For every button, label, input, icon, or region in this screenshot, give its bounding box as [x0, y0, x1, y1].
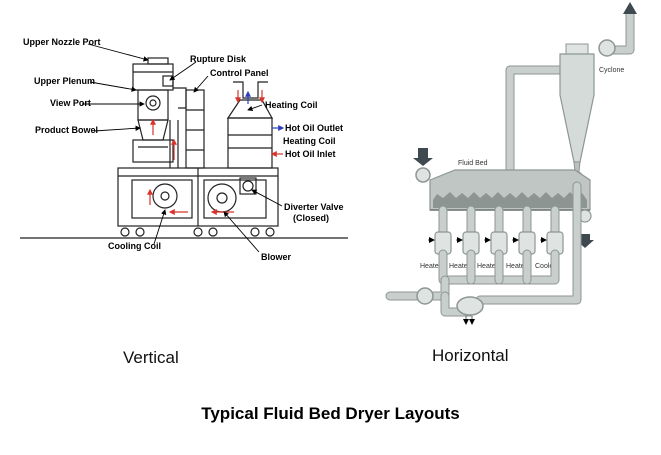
label-unit-3: Heater [477, 263, 499, 270]
heating-coil-inlet [233, 81, 268, 99]
view-port-section [137, 89, 169, 121]
drain-arrows [463, 316, 475, 325]
label-unit-2: Heater [449, 263, 471, 270]
supply-filter [456, 296, 484, 316]
upper-nozzle-port [147, 57, 169, 65]
cooling-coil-fan [152, 183, 178, 209]
cyclone-top [565, 43, 589, 55]
rupture-disk-duct [173, 87, 187, 109]
blower-box [203, 179, 267, 219]
lower-plenum [132, 139, 174, 163]
label-heating-coil-mid: Heating Coil [283, 136, 336, 146]
supply-fan [416, 287, 434, 305]
cyclone-body [559, 53, 595, 163]
view-port-window [145, 95, 161, 111]
feed-valve [415, 167, 431, 183]
label-rupture-disk: Rupture Disk [190, 54, 247, 64]
label-heating-coil-top: Heating Coil [265, 100, 318, 110]
label-view-port: View Port [50, 98, 91, 108]
control-panel [185, 89, 205, 169]
exhaust-fan [598, 39, 616, 57]
label-cooling-coil: Cooling Coil [108, 241, 161, 251]
plenum-ducts [438, 205, 560, 237]
caption-vertical: Vertical [123, 348, 179, 367]
figure-title: Typical Fluid Bed Dryer Layouts [201, 404, 460, 423]
feed-inlet-arrow [413, 148, 433, 166]
label-upper-nozzle-port: Upper Nozzle Port [23, 37, 101, 47]
horizontal-dryer-diagram: Cyclone Fluid Bed [385, 2, 637, 325]
leader-lines [82, 43, 283, 253]
label-fluid-bed: Fluid Bed [458, 160, 488, 167]
airflow-arrows [147, 90, 265, 215]
label-cyclone: Cyclone [599, 67, 624, 74]
exhaust-arrow [623, 2, 637, 14]
caster-wheels [120, 227, 275, 237]
label-unit-5: Cooler [535, 263, 556, 270]
heater-cooler-units [434, 231, 564, 255]
vertical-dryer-diagram: Upper Nozzle Port Rupture Disk Control P… [20, 37, 348, 262]
label-product-bowel: Product Bowel [35, 125, 98, 135]
label-hot-oil-outlet: Hot Oil Outlet [285, 123, 343, 133]
label-hot-oil-inlet: Hot Oil Inlet [285, 149, 336, 159]
caption-horizontal: Horizontal [432, 346, 509, 365]
rupture-disk [162, 75, 174, 87]
label-unit-1: Heater [420, 263, 442, 270]
label-blower: Blower [261, 252, 292, 262]
fluid-bed-product [433, 192, 587, 208]
label-upper-plenum: Upper Plenum [34, 76, 95, 86]
diverter-valve-body [239, 177, 257, 195]
label-diverter-valve-state: (Closed) [293, 213, 329, 223]
heating-coil-tank [227, 117, 273, 169]
label-diverter-valve: Diverter Valve [284, 202, 344, 212]
blower-fan [207, 183, 237, 213]
label-unit-4: Heater [506, 263, 528, 270]
label-control-panel: Control Panel [210, 68, 269, 78]
